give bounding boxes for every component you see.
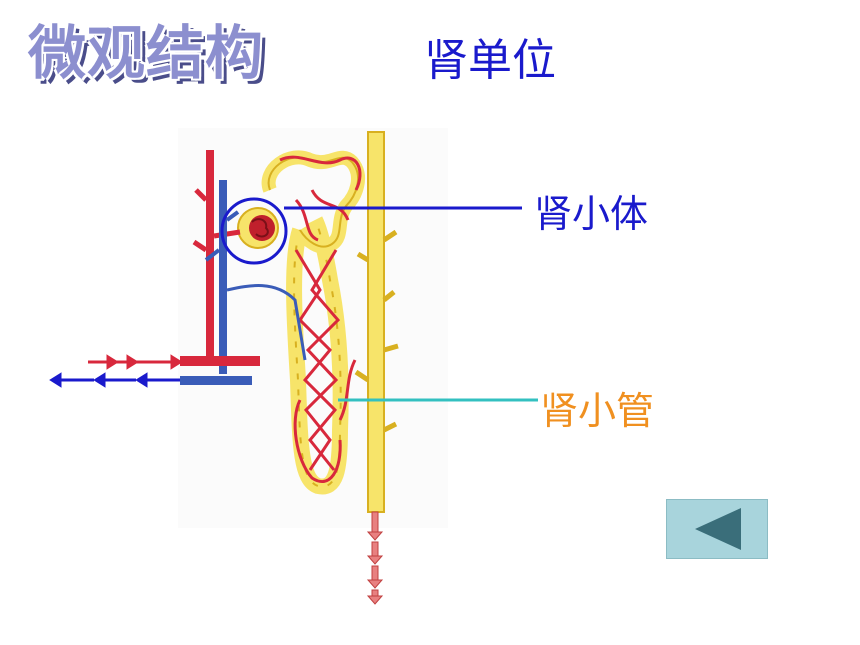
- vein-trunk: [180, 376, 252, 385]
- renal-tubule-label: 肾小管: [540, 389, 655, 433]
- page-subtitle: 肾单位: [424, 35, 556, 86]
- page-title: 微观结构: [28, 19, 265, 87]
- arterial-inflow-arrows: [88, 354, 183, 370]
- peritubular-capillaries: [279, 155, 362, 483]
- back-button[interactable]: [666, 499, 768, 559]
- title-block: 微观结构: [28, 6, 264, 90]
- glomerulus: [237, 207, 279, 249]
- venous-outflow-arrows: [49, 372, 180, 388]
- left-triangle-icon: [695, 508, 741, 550]
- collecting-duct: [354, 131, 399, 513]
- artery-trunk: [180, 356, 260, 366]
- renal-corpuscle-highlight: [220, 197, 288, 265]
- urine-downflow-arrows: [366, 511, 384, 605]
- renal-tubule-loop: [286, 216, 349, 495]
- renal-vein: [204, 180, 307, 374]
- renal-corpuscle-label: 肾小体: [534, 192, 649, 236]
